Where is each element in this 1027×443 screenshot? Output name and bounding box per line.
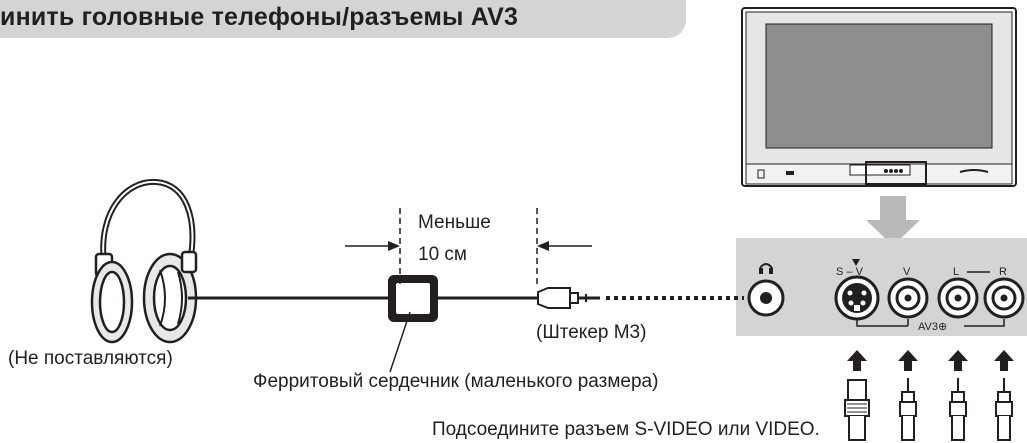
video-jack-label: V xyxy=(903,266,911,278)
svideo-jack-label: S – V xyxy=(836,266,863,278)
connect-note: Подсоедините разъем S-VIDEO или VIDEO. xyxy=(432,419,820,440)
jack-panel xyxy=(736,238,1027,336)
not-supplied-label: (Не поставляются) xyxy=(8,348,173,369)
av3-group-label: AV3⊕ xyxy=(916,320,950,333)
input-symbol-icon: ⊕ xyxy=(937,321,948,333)
length-dimension xyxy=(345,208,592,286)
ferrite-label: Ферритовый сердечник (маленького размера… xyxy=(253,371,659,392)
right-jack-label: R xyxy=(999,266,1007,278)
ferrite-leader-line xyxy=(389,311,411,373)
plugs xyxy=(844,378,1013,441)
length-label-line2: 10 см xyxy=(418,244,467,265)
plug-label: (Штекер M3) xyxy=(536,322,647,343)
cable xyxy=(188,275,744,322)
title-bar: инить головные телефоны/разъемы AV3 xyxy=(0,0,686,38)
tv-illustration xyxy=(741,7,1017,187)
section-title: инить головные телефоны/разъемы AV3 xyxy=(0,3,519,31)
zoom-arrow xyxy=(866,196,920,246)
plug-arrows xyxy=(847,350,1014,371)
headphones-illustration xyxy=(90,178,198,344)
length-label-line1: Меньше xyxy=(418,212,491,233)
left-jack-label: L xyxy=(953,266,960,278)
